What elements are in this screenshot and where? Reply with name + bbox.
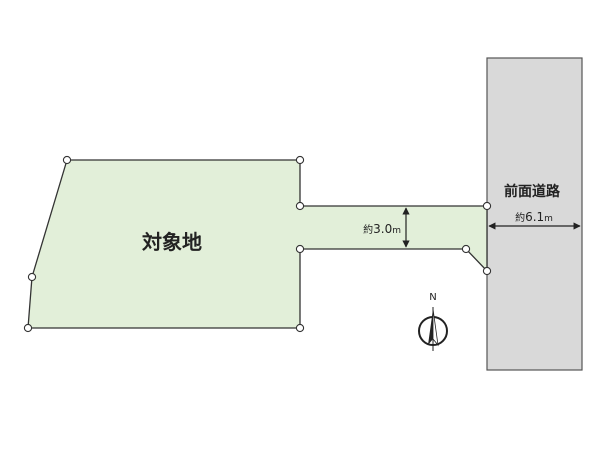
boundary-marker <box>23 323 33 333</box>
road-label: 前面道路 <box>504 183 561 200</box>
boundary-markers <box>23 155 492 333</box>
boundary-marker <box>295 201 305 211</box>
north-compass: N <box>418 292 448 351</box>
access-width-value: 3.0 <box>373 222 392 236</box>
boundary-marker <box>482 201 492 211</box>
compass-north-label: N <box>429 292 436 303</box>
boundary-marker <box>461 244 471 254</box>
compass-needle-dark <box>428 309 433 345</box>
boundary-marker <box>482 266 492 276</box>
road-width-prefix: 約 <box>515 211 525 224</box>
access-width-unit: m <box>392 226 401 236</box>
plot-label: 対象地 <box>141 230 202 254</box>
boundary-marker <box>295 244 305 254</box>
road-width-unit: m <box>544 214 553 224</box>
access-width-prefix: 約 <box>363 223 373 236</box>
boundary-marker <box>27 272 37 282</box>
boundary-marker <box>62 155 72 165</box>
plot-boundary <box>27 159 488 329</box>
compass-needle-light <box>432 308 439 347</box>
boundary-marker <box>295 323 305 333</box>
road-width-label: 約6.1m <box>515 210 553 224</box>
road-width-value: 6.1 <box>525 210 544 224</box>
boundary-marker <box>295 155 305 165</box>
access-width-label: 約3.0m <box>363 222 401 236</box>
front-road <box>486 57 583 371</box>
